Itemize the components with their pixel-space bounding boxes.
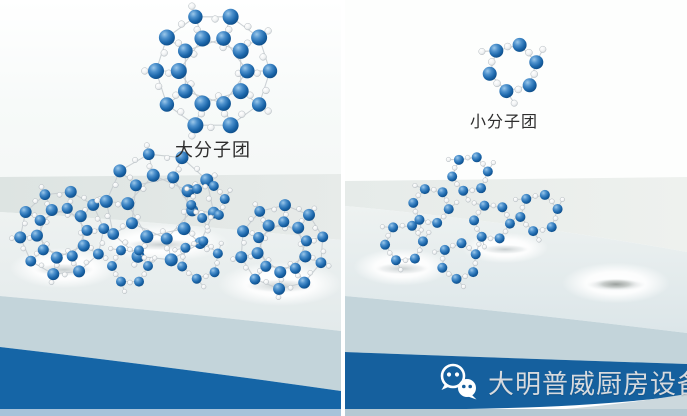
- watermark: 大明普威厨房设备: [438, 362, 687, 402]
- large-cluster-label: 大分子团: [175, 140, 251, 160]
- watermark-text: 大明普威厨房设备: [488, 368, 687, 399]
- small-cluster-label: 小分子团: [469, 114, 539, 131]
- wechat-icon: [440, 363, 477, 400]
